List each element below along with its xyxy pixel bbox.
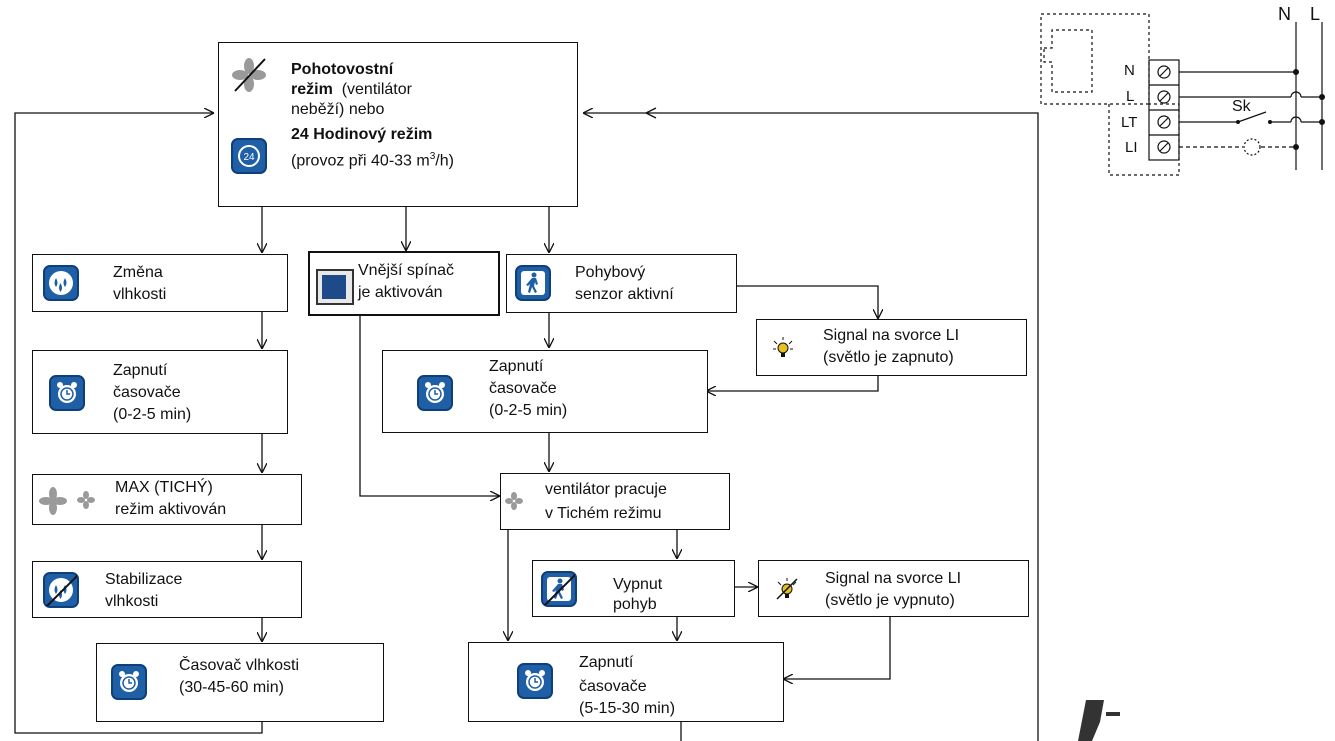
standby-24h-title: 24 Hodinový režim [291, 126, 433, 143]
external-switch-line1: Vnější spínač [358, 262, 455, 279]
signal-on-box: Signal na svorce LI (světlo je zapnuto) [756, 319, 1027, 376]
terminal-label-li: LI [1125, 139, 1138, 156]
timer-mid-line2: časovače [489, 380, 557, 397]
signal-on-line1: Signal na svorce LI [823, 327, 960, 344]
terminal-label-l: L [1126, 88, 1135, 105]
alarm-clock-icon [517, 663, 553, 699]
timer-bottom-line2: časovače [579, 678, 647, 695]
terminal-label-n: N [1124, 62, 1135, 79]
external-switch-box: Vnější spínač je aktivován [308, 251, 500, 316]
timer-left-line2: časovače [113, 384, 181, 401]
clock-24-icon: 24 [231, 138, 267, 174]
motion-sensor-line2: senzor aktivní [575, 286, 674, 303]
standby-line2: režim (ventilátor [291, 81, 412, 98]
wire-label-l: L [1310, 4, 1321, 24]
max-mode-line2: režim aktivován [115, 501, 227, 518]
humidity-change-line1: Změna [113, 264, 163, 281]
quiet-mode-box: ventilátor pracuje v Tichém režimu [500, 473, 730, 530]
svg-text:24: 24 [243, 152, 255, 163]
walking-person-off-icon [541, 571, 577, 607]
motion-sensor-line1: Pohybový [575, 264, 646, 281]
signal-off-line2: (světlo je vypnuto) [825, 592, 955, 609]
wall-switch-icon [316, 269, 354, 305]
signal-off-box: Signal na svorce LI (světlo je vypnuto) [758, 560, 1029, 617]
timer-left-box: Zapnutí časovače (0-2-5 min) [32, 350, 288, 434]
terminal-label-lt: LT [1121, 114, 1138, 131]
wire-label-n: N [1278, 4, 1291, 24]
stabilization-box: Stabilizace vlhkosti [32, 561, 302, 618]
timer-mid-line3: (0-2-5 min) [489, 402, 568, 419]
alarm-clock-icon [111, 664, 147, 700]
max-mode-line1: MAX (TICHÝ) [115, 479, 213, 496]
timer-bottom-box: Zapnutí časovače (5-15-30 min) [468, 642, 784, 722]
fan-off-icon [231, 57, 267, 93]
timer-left-line1: Zapnutí [113, 362, 168, 379]
motion-off-box: Vypnut pohyb [532, 560, 735, 617]
fan-small-icon [77, 491, 95, 514]
timer-bottom-line1: Zapnutí [579, 654, 634, 671]
motion-sensor-box: Pohybový senzor aktivní [506, 254, 737, 313]
external-switch-line2: je aktivován [358, 284, 443, 301]
signal-on-line2: (světlo je zapnuto) [823, 349, 954, 366]
max-mode-box: MAX (TICHÝ) režim aktivován [32, 474, 302, 525]
humidity-timer-line1: Časovač vlhkosti [179, 657, 300, 674]
water-drops-icon [43, 265, 79, 301]
stabilization-line1: Stabilizace [105, 571, 183, 588]
water-drops-off-icon [43, 572, 79, 608]
light-bulb-off-icon [775, 577, 799, 606]
fan-small-icon [505, 492, 523, 515]
humidity-timer-box: Časovač vlhkosti (30-45-60 min) [96, 643, 384, 722]
fan-large-icon [39, 487, 67, 520]
stabilization-line2: vlhkosti [105, 593, 159, 610]
humidity-change-box: Změna vlhkosti [32, 254, 288, 312]
alarm-clock-icon [49, 375, 85, 411]
standby-airflow: (provoz při 40-33 m3/h) [291, 151, 454, 170]
timer-left-line3: (0-2-5 min) [113, 406, 192, 423]
timer-mid-box: Zapnutí časovače (0-2-5 min) [382, 350, 708, 433]
motion-off-line1: Vypnut [613, 576, 663, 593]
humidity-timer-line2: (30-45-60 min) [179, 679, 284, 696]
standby-box: 24 Pohotovostní režim (ventilátor neběží… [218, 42, 578, 207]
walking-person-icon [515, 265, 551, 301]
switch-label: Sk [1232, 98, 1251, 115]
standby-title: Pohotovostní [291, 61, 394, 78]
quiet-mode-line2: v Tichém režimu [545, 505, 662, 522]
wiring-diagram [1040, 13, 1323, 176]
logo-fragment-icon [1078, 700, 1120, 741]
motion-off-line2: pohyb [613, 596, 657, 613]
timer-bottom-line3: (5-15-30 min) [579, 700, 676, 717]
alarm-clock-icon [417, 375, 453, 411]
light-bulb-on-icon [771, 336, 795, 365]
standby-line3: neběží) nebo [291, 101, 385, 118]
signal-off-line1: Signal na svorce LI [825, 570, 962, 587]
timer-mid-line1: Zapnutí [489, 358, 544, 375]
quiet-mode-line1: ventilátor pracuje [545, 481, 667, 498]
humidity-change-line2: vlhkosti [113, 286, 167, 303]
